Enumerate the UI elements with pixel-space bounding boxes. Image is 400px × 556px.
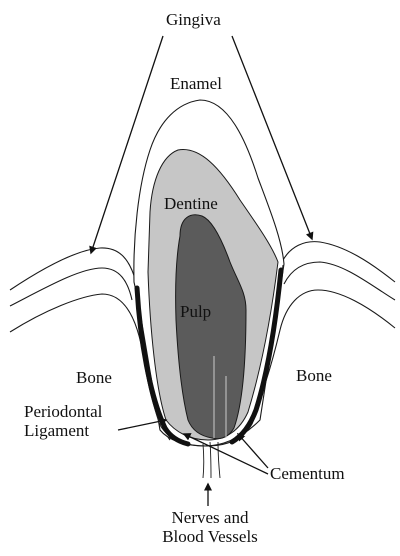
label-cementum: Cementum [270, 464, 345, 483]
label-nerves-line1: Nerves and [150, 508, 270, 527]
label-periodontal-line2: Ligament [24, 421, 102, 440]
label-pulp: Pulp [180, 302, 211, 321]
cementum-arrow-2 [238, 434, 268, 468]
label-nerves-blood-vessels: Nerves and Blood Vessels [150, 508, 270, 546]
label-periodontal-line1: Periodontal [24, 402, 102, 421]
label-bone-left: Bone [76, 368, 112, 387]
label-gingiva: Gingiva [166, 10, 221, 29]
label-periodontal-ligament: Periodontal Ligament [24, 402, 102, 440]
label-dentine: Dentine [164, 194, 218, 213]
label-nerves-line2: Blood Vessels [150, 527, 270, 546]
label-bone-right: Bone [296, 366, 332, 385]
label-enamel: Enamel [170, 74, 222, 93]
